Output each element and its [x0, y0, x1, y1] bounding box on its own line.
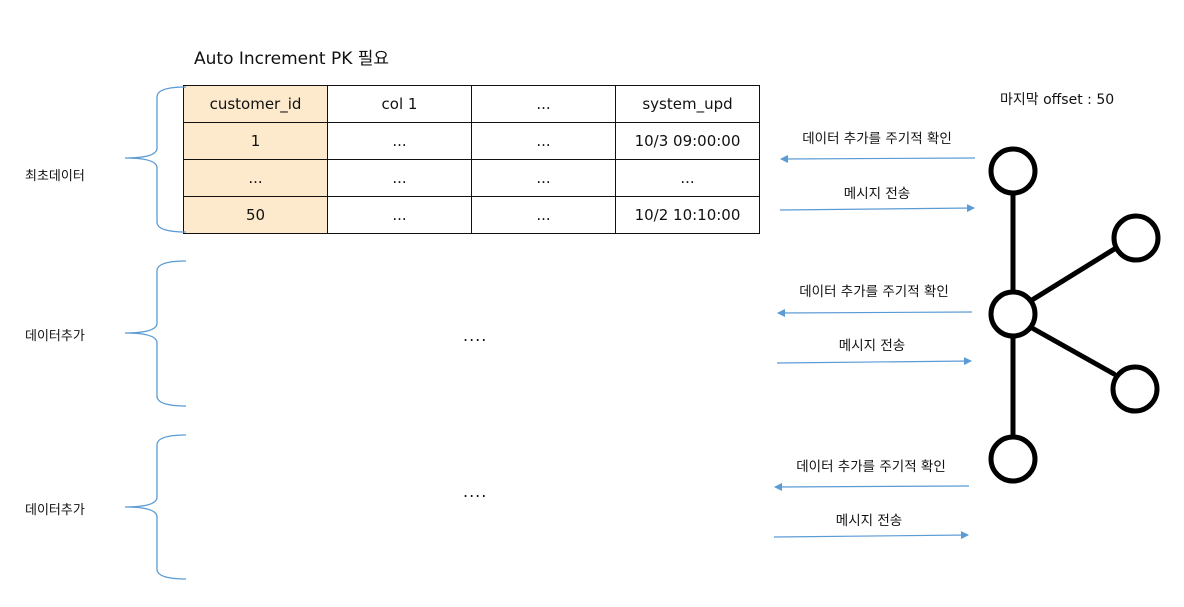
send-label-2: 메시지 전송	[838, 338, 906, 354]
check-arrow-3	[774, 482, 970, 491]
check-label-1: 데이터 추가를 주기적 확인	[802, 131, 952, 147]
send-label-3: 메시지 전송	[835, 513, 903, 529]
bracket-added-1	[124, 260, 187, 407]
bracket-added-2	[124, 434, 187, 580]
table-cell: 10/3 09:00:00	[615, 122, 760, 160]
group-label-initial: 최초데이터	[25, 169, 85, 184]
table-cell: 10/2 10:10:00	[615, 196, 760, 234]
column-header-system-upd: system_upd	[615, 85, 760, 123]
group-label-added-1: 데이터추가	[25, 329, 85, 344]
table-header-row: customer_id col 1 ... system_upd	[183, 85, 760, 123]
offset-label: 마지막 offset : 50	[1000, 92, 1115, 108]
table-row: 50 ... ... 10/2 10:10:00	[183, 196, 760, 234]
node-right-upper	[1111, 213, 1161, 263]
data-table: customer_id col 1 ... system_upd 1 ... .…	[183, 85, 760, 234]
table-cell: ...	[615, 159, 760, 197]
column-header-col1: col 1	[327, 85, 472, 123]
table-cell: ...	[471, 196, 616, 234]
send-label-1: 메시지 전송	[843, 186, 911, 202]
table-cell: ...	[471, 159, 616, 197]
check-arrow-2	[777, 308, 973, 317]
diagram-title: Auto Increment PK 필요	[194, 49, 390, 69]
column-header-ellipsis: ...	[471, 85, 616, 123]
node-bottom	[988, 434, 1038, 484]
table-row: ... ... ... ...	[183, 159, 760, 197]
ellipsis-added-2: ....	[463, 482, 488, 501]
check-arrow-1	[780, 154, 976, 163]
group-label-added-2: 데이터추가	[25, 503, 85, 518]
table-cell: ...	[327, 159, 472, 197]
table-cell: 50	[183, 196, 328, 234]
bracket-initial	[124, 86, 187, 233]
node-top	[988, 146, 1038, 196]
check-label-2: 데이터 추가를 주기적 확인	[799, 284, 949, 300]
send-arrow-1	[779, 204, 975, 213]
send-arrow-2	[776, 357, 972, 366]
table-cell: ...	[183, 159, 328, 197]
node-center	[988, 289, 1038, 339]
column-header-customer-id: customer_id	[183, 85, 328, 123]
table-cell: ...	[327, 196, 472, 234]
send-arrow-3	[773, 531, 969, 540]
table-cell: 1	[183, 122, 328, 160]
ellipsis-added-1: ....	[463, 326, 488, 345]
check-label-3: 데이터 추가를 주기적 확인	[796, 459, 946, 475]
node-right-lower	[1110, 364, 1160, 414]
